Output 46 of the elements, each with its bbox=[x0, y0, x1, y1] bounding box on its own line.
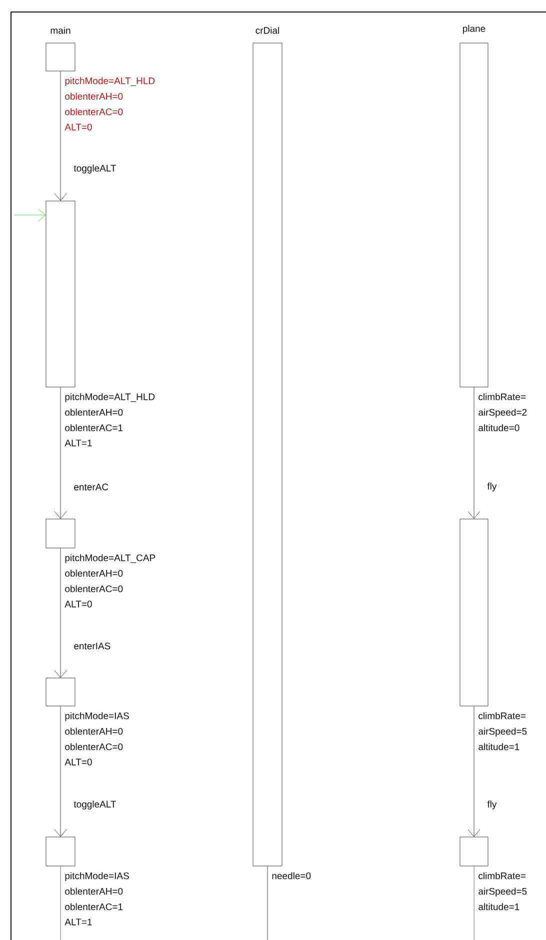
edge-label: fly bbox=[487, 800, 497, 810]
lifeline-title: crDial bbox=[256, 26, 279, 34]
arrow bbox=[468, 706, 480, 837]
arrow bbox=[54, 706, 67, 837]
state-label: needle=0 bbox=[272, 872, 311, 880]
state-label: airSpeed=5 bbox=[478, 888, 527, 897]
state-label: ALT=1 bbox=[64, 918, 92, 926]
state-label: oblenterAH=0 bbox=[65, 92, 123, 100]
state-label: climbRate= bbox=[478, 393, 526, 400]
state-label: airSpeed=2 bbox=[478, 408, 527, 418]
edge-label: toggleALT bbox=[74, 164, 116, 174]
arrow bbox=[468, 387, 480, 519]
state-label: oblenterAC=1 bbox=[65, 903, 123, 910]
state-label: oblenterAC=0 bbox=[65, 585, 123, 592]
state-label: ALT=1 bbox=[64, 440, 92, 446]
state-label: airSpeed=5 bbox=[478, 728, 527, 737]
state-label: pitchMode=IAS bbox=[65, 712, 129, 722]
state-label: oblenterAC=0 bbox=[65, 108, 123, 116]
state-label: oblenterAH=0 bbox=[65, 728, 123, 735]
state-label: ALT=0 bbox=[64, 600, 92, 608]
state-label: altitude=1 bbox=[478, 903, 520, 910]
lifeline-title: main bbox=[50, 26, 70, 34]
state-label: pitchMode=ALT_HLD bbox=[65, 77, 155, 86]
arrow bbox=[54, 71, 67, 201]
state-label: oblenterAC=1 bbox=[65, 424, 123, 432]
edge-label: toggleALT bbox=[74, 800, 116, 810]
edge-label: enterAC bbox=[74, 484, 108, 490]
state-label: oblenterAH=0 bbox=[65, 408, 123, 416]
state-label: ALT=0 bbox=[64, 124, 92, 130]
state-label: ALT=0 bbox=[64, 758, 92, 766]
edge-label: fly bbox=[487, 482, 497, 492]
arrow bbox=[54, 387, 67, 519]
state-label: pitchMode=ALT_CAP bbox=[65, 554, 156, 564]
state-label: climbRate= bbox=[478, 872, 526, 880]
state-label: climbRate= bbox=[478, 712, 526, 720]
state-label: pitchMode=ALT_HLD bbox=[65, 393, 155, 402]
arrow bbox=[14, 208, 46, 222]
state-label: altitude=1 bbox=[478, 743, 520, 750]
edge-label: enterIAS bbox=[74, 642, 110, 650]
arrow bbox=[54, 548, 67, 678]
state-label: oblenterAC=0 bbox=[65, 743, 123, 750]
state-label: oblenterAH=0 bbox=[65, 570, 123, 577]
state-label: altitude=0 bbox=[478, 424, 520, 432]
state-label: oblenterAH=0 bbox=[65, 888, 123, 895]
lifeline-title: plane bbox=[462, 24, 486, 34]
state-label: pitchMode=IAS bbox=[65, 872, 129, 882]
